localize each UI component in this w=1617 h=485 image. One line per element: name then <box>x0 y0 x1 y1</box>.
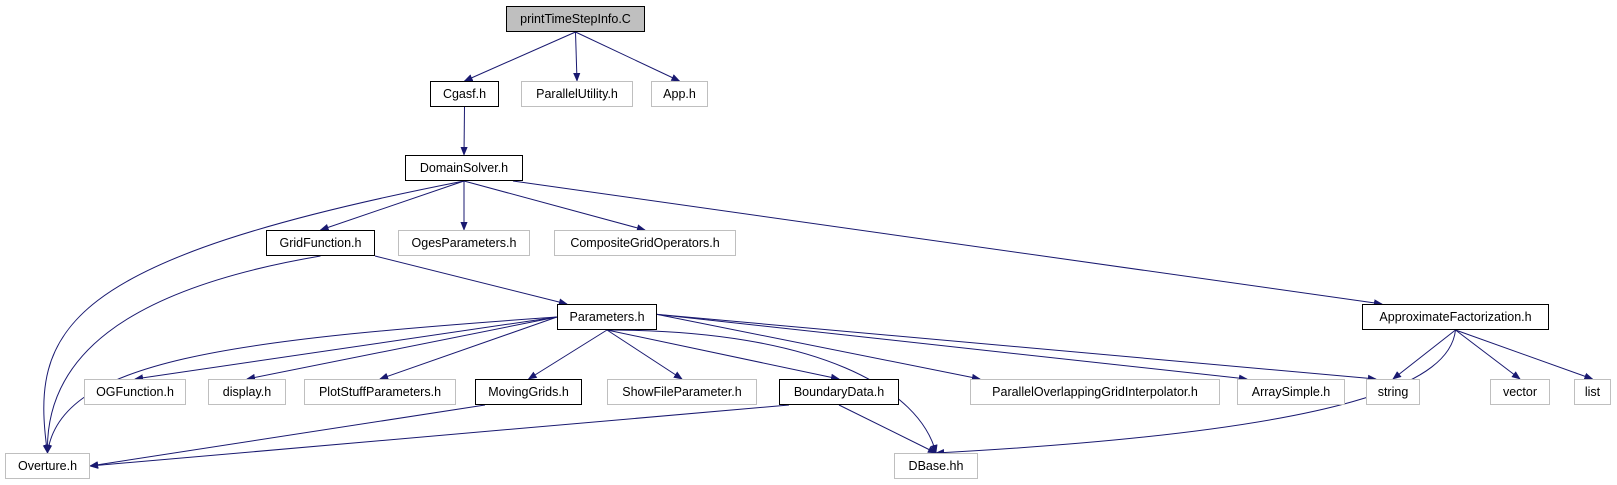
node-label: string <box>1377 384 1409 399</box>
edge-parameters-to-ogfunction <box>134 316 558 382</box>
node-label: DomainSolver.h <box>419 160 509 175</box>
node-movinggrids-h[interactable]: MovingGrids.h <box>475 379 582 405</box>
node-plotstuffparameters-h[interactable]: PlotStuffParameters.h <box>304 379 456 405</box>
node-gridfunction-h[interactable]: GridFunction.h <box>266 230 375 256</box>
node-label: OgesParameters.h <box>411 235 517 250</box>
node-printtimestepinfo-c[interactable]: printTimeStepInfo.C <box>506 6 645 32</box>
node-approximatefactorization-h[interactable]: ApproximateFactorization.h <box>1362 304 1549 330</box>
edge-gridfunction-to-overture <box>43 255 321 454</box>
node-label: printTimeStepInfo.C <box>520 11 631 26</box>
edge-printtimestepinfo-to-app <box>575 31 681 82</box>
node-label: ParallelOverlappingGridInterpolator.h <box>992 384 1198 399</box>
edge-parameters-to-display <box>246 316 558 381</box>
edge-printtimestepinfo-to-parallelutility <box>573 31 581 82</box>
edge-domainsolver-to-overture <box>42 180 465 454</box>
edge-parameters-to-paralleloverlappinggridinterpolator <box>656 313 981 381</box>
edge-parameters-to-showfileparameter <box>606 329 683 380</box>
node-vector[interactable]: vector <box>1490 379 1550 405</box>
edge-approximatefactorization-to-vector <box>1455 329 1521 380</box>
node-paralleloverlappinggridinterpolator-h[interactable]: ParallelOverlappingGridInterpolator.h <box>970 379 1220 405</box>
node-label: vector <box>1502 384 1538 399</box>
node-parallelutility-h[interactable]: ParallelUtility.h <box>521 81 633 107</box>
edge-parameters-to-dbase <box>606 329 938 454</box>
edge-domainsolver-to-gridfunction <box>319 180 465 231</box>
node-app-h[interactable]: App.h <box>651 81 708 107</box>
edge-domainsolver-to-approximatefactorization <box>512 180 1383 307</box>
node-label: ShowFileParameter.h <box>622 384 742 399</box>
edge-gridfunction-to-parameters <box>374 255 568 306</box>
node-ogfunction-h[interactable]: OGFunction.h <box>84 379 186 405</box>
node-boundarydata-h[interactable]: BoundaryData.h <box>779 379 899 405</box>
node-label: ParallelUtility.h <box>536 86 618 101</box>
edge-parameters-to-overture <box>45 316 558 454</box>
edge-boundarydata-to-dbase <box>838 404 937 454</box>
node-label: OGFunction.h <box>96 384 174 399</box>
node-label: GridFunction.h <box>279 235 362 250</box>
node-label: BoundaryData.h <box>793 384 885 399</box>
node-cgasf-h[interactable]: Cgasf.h <box>430 81 499 107</box>
edge-printtimestepinfo-to-cgasf <box>463 31 576 82</box>
edge-parameters-to-arraysimple <box>656 313 1248 382</box>
node-ogesparameters-h[interactable]: OgesParameters.h <box>398 230 530 256</box>
node-label: PlotStuffParameters.h <box>318 384 442 399</box>
edge-movinggrids-to-overture <box>89 404 486 469</box>
node-compositegridoperators-h[interactable]: CompositeGridOperators.h <box>554 230 736 256</box>
node-overture-h[interactable]: Overture.h <box>5 453 90 479</box>
node-label: Overture.h <box>17 458 78 473</box>
node-label: Parameters.h <box>569 309 645 324</box>
node-list[interactable]: list <box>1574 379 1611 405</box>
node-label: list <box>1584 384 1601 399</box>
node-label: display.h <box>222 384 272 399</box>
edge-cgasf-to-domainsolver <box>460 106 468 156</box>
node-dbase-hh[interactable]: DBase.hh <box>894 453 978 479</box>
node-arraysimple-h[interactable]: ArraySimple.h <box>1237 379 1345 405</box>
edge-parameters-to-movinggrids <box>527 329 608 380</box>
edge-approximatefactorization-to-list <box>1455 329 1594 380</box>
node-label: ApproximateFactorization.h <box>1379 309 1532 324</box>
edge-parameters-to-plotstuffparameters <box>379 316 558 380</box>
node-display-h[interactable]: display.h <box>208 379 286 405</box>
edge-approximatefactorization-to-dbase <box>935 329 1456 457</box>
node-label: App.h <box>663 86 696 101</box>
node-label: CompositeGridOperators.h <box>570 235 720 250</box>
edge-domainsolver-to-compositegridoperators <box>463 180 646 232</box>
node-label: DBase.hh <box>908 458 964 473</box>
node-label: ArraySimple.h <box>1251 384 1331 399</box>
node-parameters-h[interactable]: Parameters.h <box>557 304 657 330</box>
node-label: MovingGrids.h <box>488 384 569 399</box>
edge-approximatefactorization-to-string <box>1392 329 1456 380</box>
node-string[interactable]: string <box>1366 379 1420 405</box>
node-label: Cgasf.h <box>442 86 487 101</box>
edge-parameters-to-boundarydata <box>606 329 840 381</box>
node-domainsolver-h[interactable]: DomainSolver.h <box>405 155 523 181</box>
node-showfileparameter-h[interactable]: ShowFileParameter.h <box>607 379 757 405</box>
edge-boundarydata-to-overture <box>89 404 790 469</box>
edge-parameters-to-string <box>656 313 1377 382</box>
